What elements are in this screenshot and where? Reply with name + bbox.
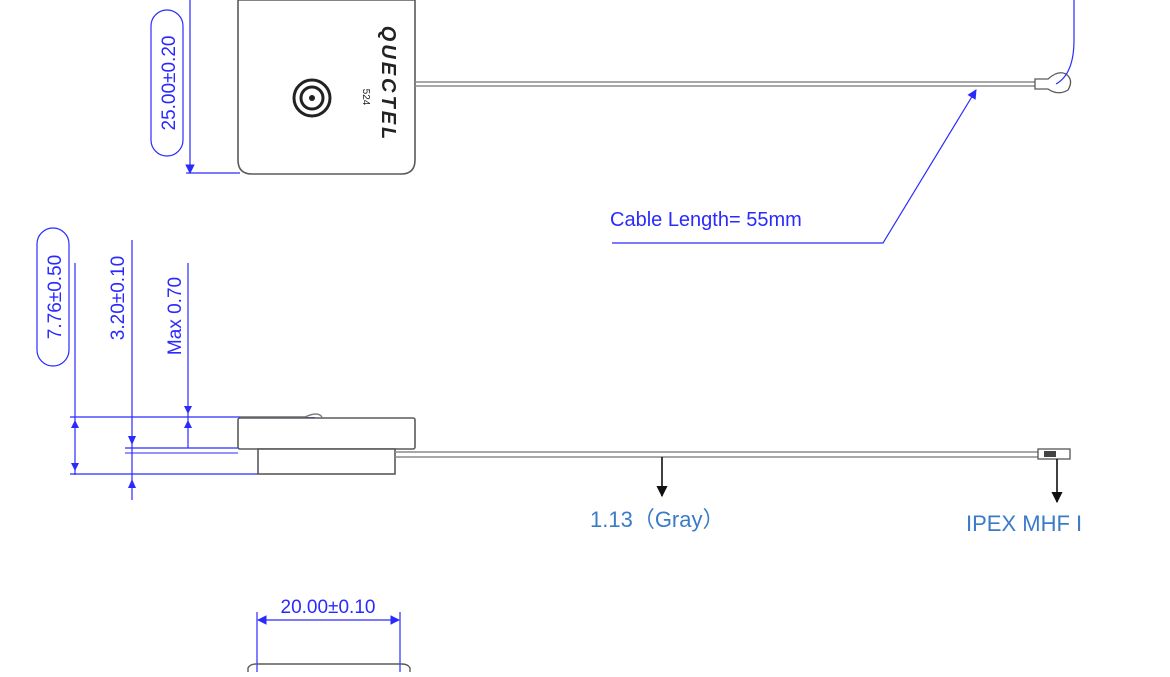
- dim-height-total: 7.76±0.50: [45, 255, 66, 339]
- dim-length-top: 25.00±0.20: [159, 36, 180, 131]
- dim-arrow: [128, 436, 136, 445]
- coax-connector-icon: [292, 78, 332, 118]
- antenna-body-side: [237, 417, 416, 450]
- dim-label-box: [36, 227, 70, 367]
- side-view: 7.76±0.50 3.20±0.10 Max 0.70 1.13（Gray） …: [36, 227, 1082, 536]
- top-view: 25.00±0.20 QUECTEL 524 Cable Length= 55m…: [150, 0, 1075, 244]
- logo-brand: QUECTEL: [377, 26, 399, 143]
- ipex-connector-detail: [1044, 451, 1056, 457]
- dim-arrow: [184, 406, 192, 414]
- dim-label-box: [150, 9, 184, 157]
- dim-height-max: Max 0.70: [165, 277, 186, 355]
- logo-code: 524: [360, 89, 371, 106]
- cable-length-bracket: [1055, 0, 1075, 85]
- antenna-top-bump: [240, 413, 323, 418]
- cable-length-leader: [612, 89, 977, 244]
- dim-arrow: [128, 479, 136, 488]
- ipex-connector-top: [1034, 72, 1072, 94]
- dim-arrow: [71, 463, 79, 471]
- dim-height-body: 3.20±0.10: [108, 256, 129, 340]
- antenna-base-side: [257, 448, 396, 475]
- dim-arrow: [184, 420, 192, 428]
- bottom-view: 20.00±0.10: [247, 597, 411, 672]
- cable-length-label: Cable Length= 55mm: [610, 209, 802, 231]
- dim-arrow: [71, 420, 79, 428]
- cable-type-label: 1.13（Gray）: [590, 507, 725, 532]
- antenna-body-bottom: [247, 663, 411, 672]
- dim-width-bottom: 20.00±0.10: [281, 597, 376, 618]
- connector-label: IPEX MHF I: [966, 511, 1082, 536]
